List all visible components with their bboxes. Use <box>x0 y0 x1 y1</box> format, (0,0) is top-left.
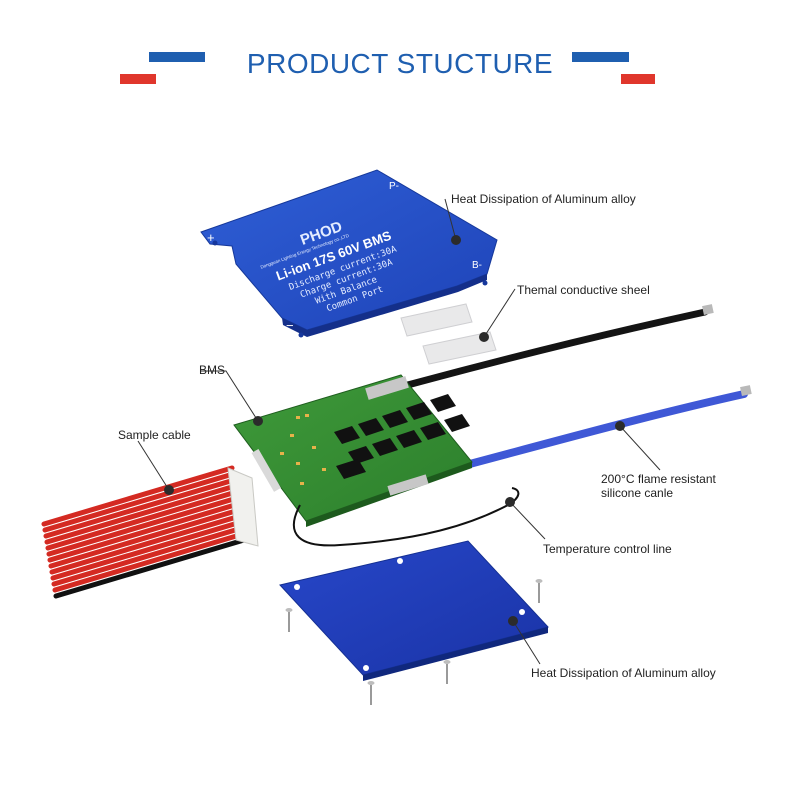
label-silicone-line-1: 200°C flame resistant <box>601 472 716 486</box>
blue-silicone-cable <box>462 385 752 469</box>
sample-cable-harness <box>41 465 259 599</box>
callout-leader-lines <box>137 198 661 665</box>
header-accent-blue-right <box>572 52 629 62</box>
label-heat-dissipation-top: Heat Dissipation of Aluminum alloy <box>451 192 636 206</box>
header-accent-red-left <box>120 74 156 84</box>
label-thermal-sheet: Themal conductive sheel <box>517 283 650 297</box>
black-power-cable <box>400 304 714 390</box>
terminal-minus-label: − <box>286 318 294 333</box>
label-heat-dissipation-bottom: Heat Dissipation of Aluminum alloy <box>531 666 716 680</box>
terminal-b-minus-label: B- <box>472 260 482 271</box>
label-temperature-control: Temperature control line <box>543 542 672 556</box>
mounting-screws <box>285 579 543 705</box>
terminal-p-minus-label: P- <box>389 181 399 192</box>
label-silicone-line-2: silicone canle <box>601 486 674 500</box>
bms-circuit-board <box>233 374 473 527</box>
header-accent-blue-left <box>149 52 205 62</box>
label-bms: BMS <box>199 363 226 377</box>
label-silicone-cable: 200°C flame resistant silicone canle <box>601 472 716 500</box>
top-heatsink-cover: + P- B- − PHOD Dongguan Lighting Energy … <box>200 169 498 338</box>
terminal-plus-label: + <box>207 230 215 245</box>
thermal-pads <box>400 303 497 365</box>
page-title: PRODUCT STUCTURE <box>246 48 554 79</box>
header-accent-red-right <box>621 74 655 84</box>
bottom-heatsink-plate <box>279 540 549 681</box>
label-sample-cable: Sample cable <box>118 428 191 442</box>
callout-dots <box>164 235 625 626</box>
temperature-control-wire <box>293 487 520 547</box>
